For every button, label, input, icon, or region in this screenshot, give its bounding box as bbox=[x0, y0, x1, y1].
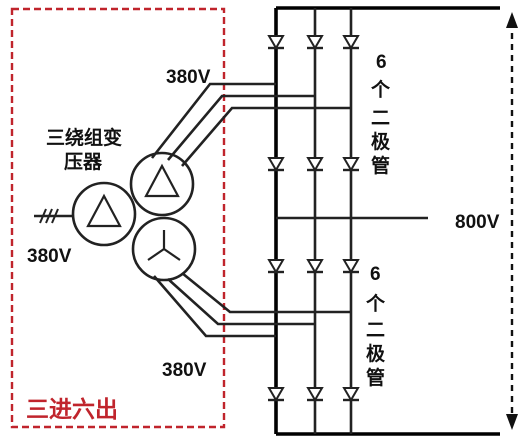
upper-group-word2: 极 bbox=[371, 130, 391, 153]
input-line bbox=[34, 208, 73, 224]
upper-group-word3: 管 bbox=[371, 154, 390, 177]
lower-group-word1: 二 bbox=[366, 320, 385, 341]
lower-secondary-wires bbox=[153, 271, 351, 338]
output-voltage-arrow bbox=[506, 12, 518, 430]
transformer-label-line1: 三绕组变 bbox=[46, 126, 122, 149]
primary-winding bbox=[71, 181, 137, 247]
lower-group-word3: 管 bbox=[366, 366, 385, 389]
secondary-delta-winding bbox=[129, 151, 195, 217]
output-voltage-label: 800V bbox=[455, 212, 500, 233]
upper-secondary-wires bbox=[150, 82, 351, 167]
upper-group-word1: 二 bbox=[371, 108, 390, 129]
three-in-six-out-box bbox=[10, 7, 226, 429]
lower-group-count: 6 bbox=[370, 264, 381, 285]
upper-diode-group bbox=[266, 34, 361, 172]
lower-diode-group bbox=[266, 258, 361, 402]
box-title: 三进六出 bbox=[26, 396, 118, 422]
upper-secondary-voltage-label: 380V bbox=[166, 67, 211, 88]
transformer bbox=[71, 151, 197, 282]
lower-group-word2: 极 bbox=[366, 342, 386, 365]
lower-secondary-voltage-label: 380V bbox=[162, 360, 207, 381]
transformer-label-line2: 压器 bbox=[64, 151, 103, 173]
upper-group-count: 6 bbox=[376, 52, 387, 73]
upper-group-unit: 个 bbox=[370, 79, 391, 101]
lower-group-unit: 个 bbox=[365, 293, 386, 315]
input-voltage-label: 380V bbox=[27, 246, 72, 267]
